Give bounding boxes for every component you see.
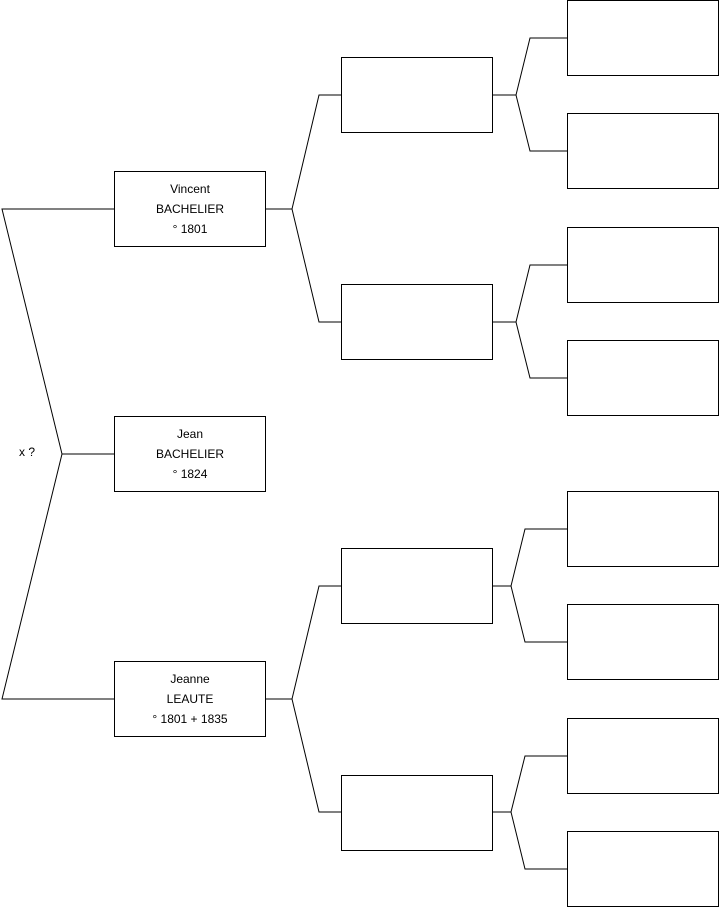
great-grandparent-box-8[interactable] — [567, 831, 719, 907]
father-box[interactable]: Vincent BACHELIER ° 1801 — [114, 171, 266, 247]
mother-box[interactable]: Jeanne LEAUTE ° 1801 + 1835 — [114, 661, 266, 737]
connector-gp2 — [492, 264, 567, 323]
connector-father-paternal-grandmother — [291, 208, 341, 323]
subject-box[interactable]: Jean BACHELIER ° 1824 — [114, 416, 266, 492]
paternal-grandmother-box[interactable] — [341, 284, 493, 360]
connector-gp4 — [492, 755, 567, 813]
subject-last-name: BACHELIER — [155, 447, 225, 461]
great-grandparent-box-1[interactable] — [567, 0, 719, 76]
great-grandparent-box-5[interactable] — [567, 491, 719, 567]
maternal-grandfather-box[interactable] — [341, 548, 493, 624]
connector-mother-maternal-grandfather — [266, 585, 341, 700]
mother-last-name: LEAUTE — [166, 692, 214, 706]
connector-gp2b — [515, 321, 567, 379]
father-first-name: Vincent — [170, 182, 210, 196]
connector-gp4b — [510, 811, 567, 870]
connector-gp1 — [492, 37, 567, 96]
connector-gp3b — [510, 585, 567, 643]
father-last-name: BACHELIER — [155, 202, 225, 216]
great-grandparent-box-2[interactable] — [567, 113, 719, 189]
marriage-label: x ? — [19, 445, 36, 459]
great-grandparent-box-4[interactable] — [567, 340, 719, 416]
mother-first-name: Jeanne — [170, 672, 210, 686]
subject-first-name: Jean — [176, 427, 204, 441]
paternal-grandfather-box[interactable] — [341, 57, 493, 133]
subject-dates: ° 1824 — [172, 467, 208, 481]
great-grandparent-box-6[interactable] — [567, 604, 719, 680]
maternal-grandmother-box[interactable] — [341, 775, 493, 851]
connector-gp1b — [515, 94, 567, 152]
connector-mother-maternal-grandmother — [291, 698, 341, 813]
connector-father-paternal-grandfather — [266, 94, 341, 210]
connector-mother-subject — [1, 453, 114, 700]
connector-gp3 — [492, 528, 567, 587]
connector-father-subject — [1, 208, 114, 455]
father-dates: ° 1801 — [172, 222, 208, 236]
mother-dates: ° 1801 + 1835 — [152, 712, 228, 726]
great-grandparent-box-3[interactable] — [567, 227, 719, 303]
great-grandparent-box-7[interactable] — [567, 718, 719, 794]
